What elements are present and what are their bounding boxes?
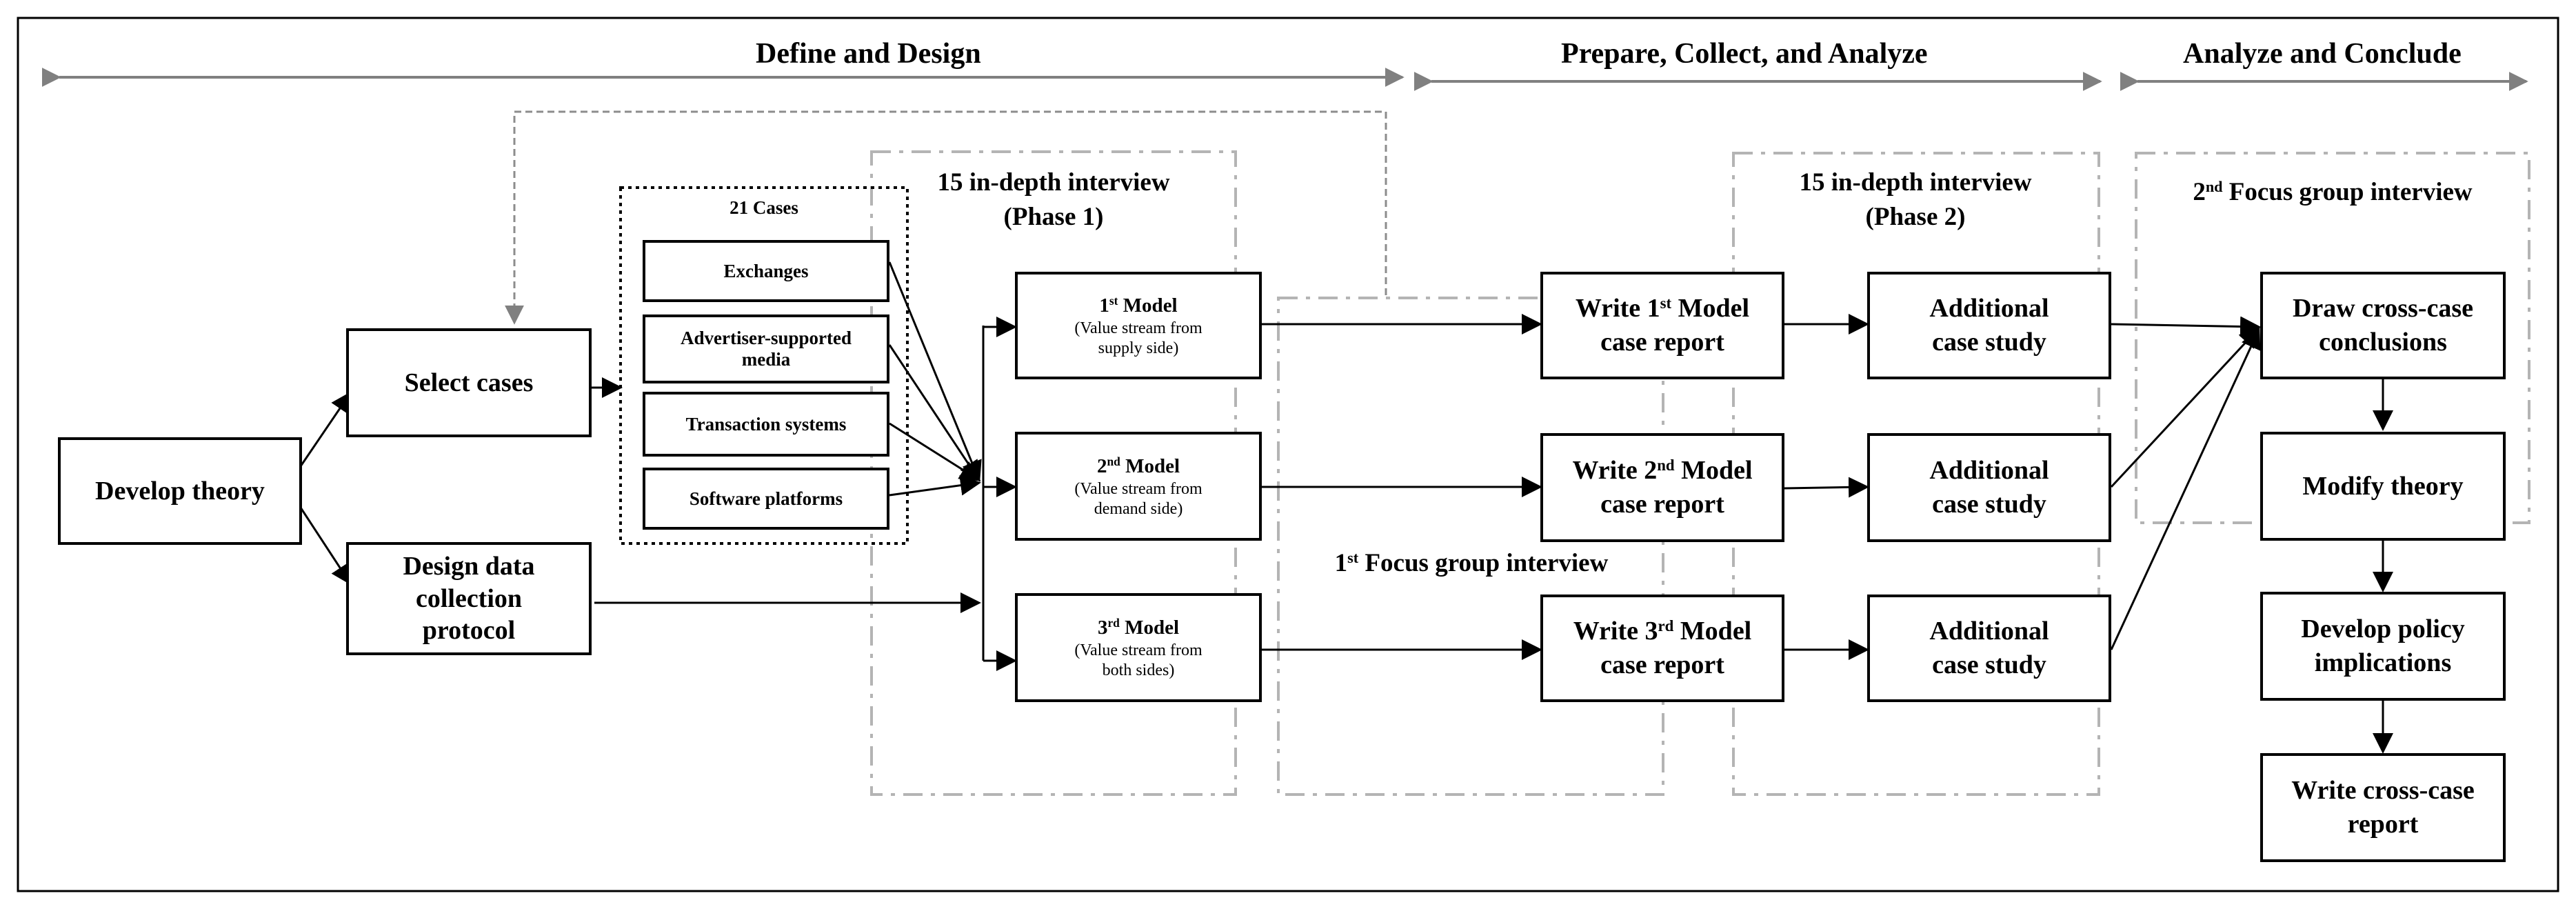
arrow-theory-to-select (299, 391, 352, 467)
arrow-theory-to-design (299, 507, 352, 586)
case-software-platforms: Software platforms (643, 468, 889, 530)
focus-group1-label: 1st Focus group interview (1334, 548, 1609, 577)
cases-title: 21 Cases (729, 197, 798, 218)
additional-case-2-box: Additional case study (1867, 433, 2111, 542)
phase-arrows (41, 68, 2528, 91)
arrow-add1-draw (2111, 316, 2261, 337)
cases-container (619, 186, 909, 545)
case-exchanges: Exchanges (643, 240, 889, 302)
phase-define-label: Define and Design (756, 38, 981, 70)
arrow-exchanges (888, 261, 982, 482)
interview-phase1-line1: 15 in-depth interview (937, 168, 1170, 197)
outer-frame (17, 17, 2559, 892)
arrow-software (889, 475, 981, 497)
focus-group2-label: 2nd Focus group interview (2193, 177, 2473, 206)
interview-phase1-line2: (Phase 1) (1003, 202, 1104, 231)
additional-case-3-box: Additional case study (1867, 595, 2111, 702)
report-3-box: Write 3rd Model case report (1540, 595, 1784, 702)
develop-theory-box: Develop theory (58, 437, 302, 545)
phase-prepare-label: Prepare, Collect, and Analyze (1561, 38, 1928, 70)
interview-phase2-line1: 15 in-depth interview (1799, 168, 2032, 197)
model-2-box: 2nd Model (Value stream from demand side… (1015, 432, 1262, 541)
report-2-box: Write 2nd Model case report (1540, 433, 1784, 542)
case-transaction-systems: Transaction systems (643, 392, 889, 457)
additional-case-1-box: Additional case study (1867, 272, 2111, 379)
develop-policy-box: Develop policy implications (2260, 592, 2506, 701)
arrow-add2-draw (2110, 326, 2261, 488)
report-1-box: Write 1st Model case report (1540, 272, 1784, 379)
modify-theory-box: Modify theory (2260, 432, 2506, 541)
model-3-box: 3rd Model (Value stream from both sides) (1015, 593, 1262, 702)
write-cross-case-box: Write cross-case report (2260, 753, 2506, 862)
arrow-add3-draw (2110, 328, 2261, 650)
case-advertiser-media: Advertiser-supported media (643, 314, 889, 383)
interview-phase2-label: 15 in-depth interview (Phase 2) (1758, 166, 2073, 234)
feedback-line (505, 110, 1387, 325)
interview-phase2-line2: (Phase 2) (1865, 202, 1966, 231)
arrow-transaction (889, 422, 981, 481)
design-protocol-box: Design data collection protocol (346, 542, 592, 655)
draw-conclusions-box: Draw cross-case conclusions (2260, 272, 2506, 379)
phase-conclude-label: Analyze and Conclude (2183, 38, 2462, 70)
interview-phase1-label: 15 in-depth interview (Phase 1) (896, 166, 1211, 234)
select-cases-box: Select cases (346, 328, 592, 437)
arrow-advertiser (888, 344, 980, 482)
arrow-report2-add2 (1784, 477, 1869, 498)
model-1-box: 1st Model (Value stream from supply side… (1015, 272, 1262, 379)
focus-group2-region (2135, 152, 2530, 524)
